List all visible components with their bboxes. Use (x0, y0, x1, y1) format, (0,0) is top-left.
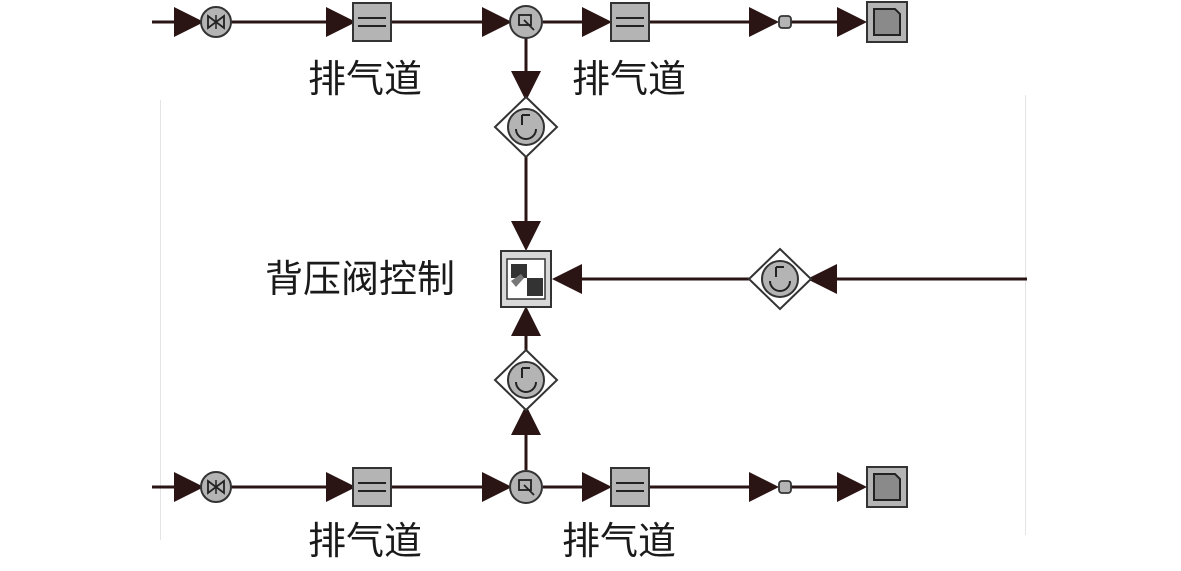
exhaust-duct-icon (610, 2, 650, 42)
bottom-duct-2-label: 排气道 (562, 519, 677, 563)
orifice-icon (778, 15, 792, 29)
backpressure-controller-icon (500, 250, 552, 308)
exhaust-duct-icon (610, 467, 650, 507)
top-duct-2-label: 排气道 (572, 57, 687, 101)
throttle-valve-icon (200, 6, 232, 38)
pressure-sensor-icon (493, 348, 559, 412)
pressure-sensor-icon (747, 247, 813, 311)
junction-icon (509, 5, 543, 39)
top-duct-1-label: 排气道 (308, 57, 423, 101)
control-label: 背压阀控制 (265, 257, 456, 301)
pressure-sensor-icon (493, 95, 559, 159)
orifice-icon (778, 480, 792, 494)
junction-icon (509, 470, 543, 504)
throttle-valve-icon (200, 471, 232, 503)
frame-edge-left (160, 100, 161, 540)
bottom-duct-1-label: 排气道 (308, 519, 423, 563)
exhaust-duct-icon (352, 467, 392, 507)
outlet-boundary-icon (866, 466, 908, 508)
outlet-boundary-icon (866, 1, 908, 43)
frame-edge-right (1025, 95, 1026, 535)
exhaust-duct-icon (352, 2, 392, 42)
